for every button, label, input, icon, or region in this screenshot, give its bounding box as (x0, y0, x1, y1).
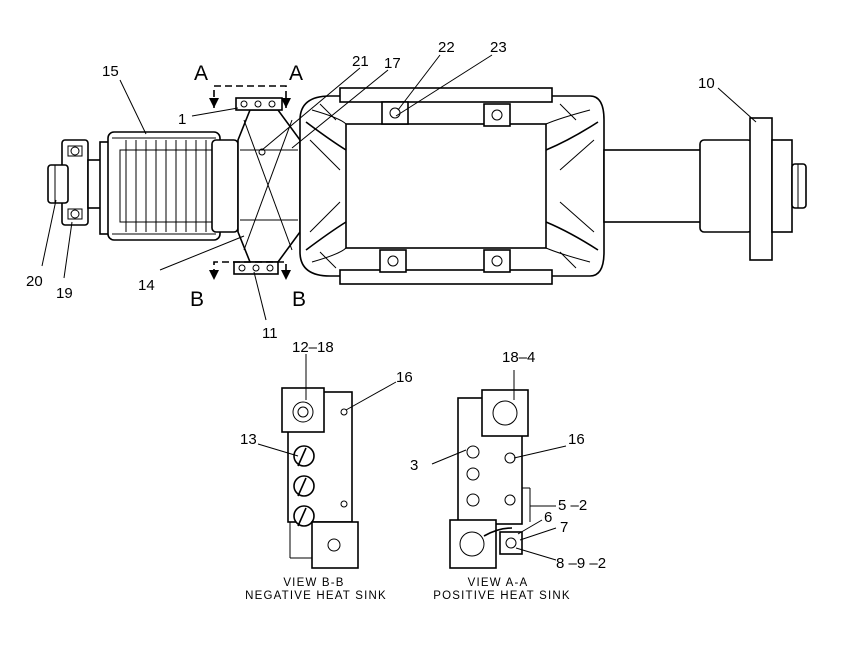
callout-19: 19 (56, 285, 73, 302)
callout-7: 7 (560, 519, 568, 536)
rotor-assembly (99, 131, 239, 241)
callout-22: 22 (438, 39, 455, 56)
callout-8-9-2: 8 –9 –2 (556, 555, 606, 572)
section-label-b-right: B (292, 288, 306, 311)
callout-6: 6 (544, 509, 552, 526)
callout-23: 23 (490, 39, 507, 56)
callout-13: 13 (240, 431, 257, 448)
callout-18-4: 18–4 (502, 349, 535, 366)
section-label-a-right: A (289, 62, 303, 85)
rectifier-assembly (233, 97, 301, 275)
callout-5-2: 5 –2 (558, 497, 587, 514)
callout-3: 3 (410, 457, 418, 474)
section-label-b-left: B (190, 288, 204, 311)
view-bb-subtitle: NEGATIVE HEAT SINK (245, 590, 387, 602)
callout-20: 20 (26, 273, 43, 290)
section-label-a-left: A (194, 62, 208, 85)
view-bb-title: VIEW B-B (283, 577, 344, 589)
view-aa-subtitle: POSITIVE HEAT SINK (433, 590, 570, 602)
stator-housing (299, 87, 605, 285)
callout-15: 15 (102, 63, 119, 80)
callout-17: 17 (384, 55, 401, 72)
callout-10: 10 (698, 75, 715, 92)
callout-21: 21 (352, 53, 369, 70)
view-aa-title: VIEW A-A (468, 577, 529, 589)
section-marker-b: B B (190, 261, 306, 311)
callout-1: 1 (178, 111, 186, 128)
callout-14: 14 (138, 277, 155, 294)
view-aa-positive-heat-sink: 18–4 3 16 5 –2 6 7 8 –9 –2 VIEW A-A POSI… (410, 349, 606, 602)
callout-12-18: 12–18 (292, 339, 334, 356)
bearing (47, 139, 105, 226)
callout-16-aa: 16 (568, 431, 585, 448)
callout-11: 11 (262, 325, 278, 342)
view-bb-negative-heat-sink: 12–18 16 13 VIEW B-B NEGATIVE HEAT SINK (240, 339, 413, 602)
section-marker-a: A A (194, 62, 303, 108)
main-leader-lines (41, 54, 757, 321)
callout-16-bb: 16 (396, 369, 413, 386)
drive-shaft (603, 117, 807, 261)
diode-group (293, 445, 315, 527)
